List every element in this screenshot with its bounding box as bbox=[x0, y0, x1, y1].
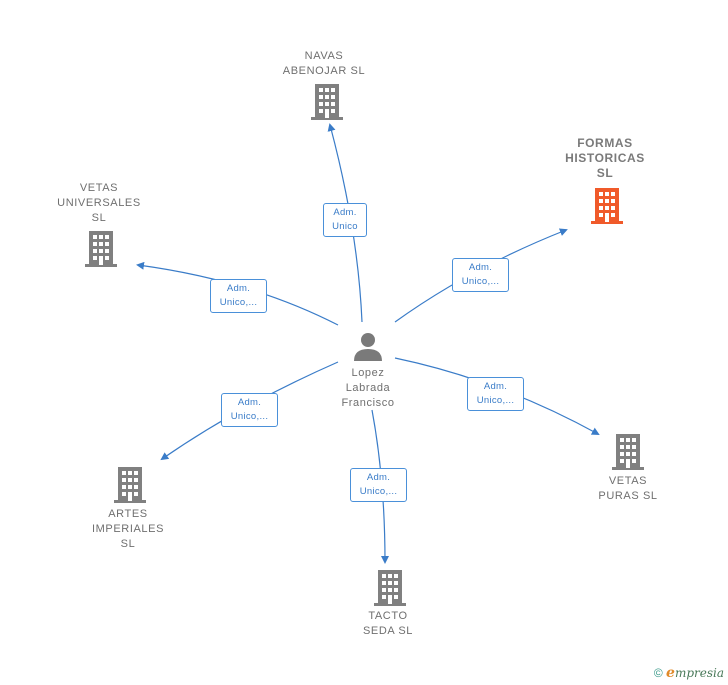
building-icon[interactable] bbox=[591, 188, 623, 224]
relation-label-vetas-puras[interactable]: Adm. Unico,... bbox=[467, 377, 524, 411]
relation-label-artes[interactable]: Adm. Unico,... bbox=[221, 393, 278, 427]
company-label-tacto[interactable]: TACTO SEDA SL bbox=[362, 610, 414, 637]
company-label-artes[interactable]: ARTES IMPERIALES SL bbox=[91, 508, 165, 550]
relation-label-tacto[interactable]: Adm. Unico,... bbox=[350, 468, 407, 502]
relation-label-navas[interactable]: Adm. Unico bbox=[323, 203, 367, 237]
company-label-vetas-puras[interactable]: VETAS PURAS SL bbox=[598, 475, 658, 502]
company-label-vetas-universales[interactable]: VETAS UNIVERSALES SL bbox=[57, 182, 141, 224]
building-icon[interactable] bbox=[85, 231, 117, 267]
brand-initial: e bbox=[666, 665, 675, 681]
building-icon[interactable] bbox=[374, 570, 406, 606]
person-icon bbox=[354, 333, 382, 361]
company-label-formas[interactable]: FORMAS HISTORICAS SL bbox=[565, 136, 645, 180]
person-name[interactable]: Lopez Labrada Francisco bbox=[341, 367, 395, 409]
relation-label-vetas-universales[interactable]: Adm. Unico,... bbox=[210, 279, 267, 313]
building-icon[interactable] bbox=[612, 434, 644, 470]
building-icon[interactable] bbox=[311, 84, 343, 120]
building-icon[interactable] bbox=[114, 467, 146, 503]
relation-label-formas[interactable]: Adm. Unico,... bbox=[452, 258, 509, 292]
company-label-navas[interactable]: NAVAS ABENOJAR SL bbox=[282, 50, 366, 77]
brand-footer[interactable]: © empresia bbox=[654, 665, 724, 681]
copyright-icon: © bbox=[653, 666, 663, 680]
brand-name: mpresia bbox=[674, 666, 724, 680]
